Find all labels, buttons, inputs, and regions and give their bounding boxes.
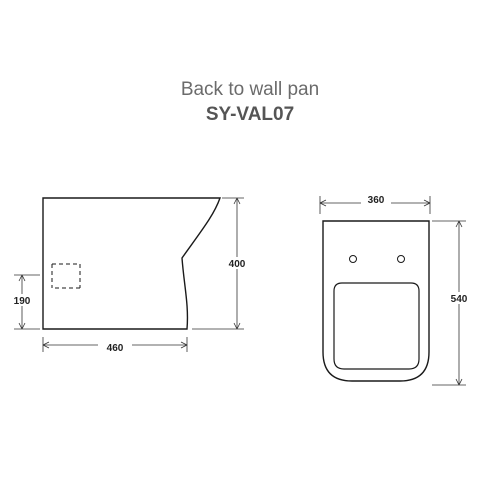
height-dimension-label: 400 — [229, 259, 246, 270]
outlet-height-dimension-label: 190 — [14, 296, 31, 307]
right-seat-fixing-hole — [397, 255, 405, 263]
top-view: 360 540 — [319, 193, 473, 386]
width-label-bg — [361, 193, 391, 205]
height-label-bg — [224, 257, 250, 269]
depth-dimension-label: 540 — [451, 294, 468, 305]
length-label-bg — [98, 341, 132, 353]
bowl-opening — [333, 282, 420, 370]
drawing-title: Back to wall pan — [180, 79, 320, 100]
side-view: 460 400 190 — [8, 197, 250, 354]
length-dimension-label: 460 — [107, 343, 124, 354]
width-dimension-label: 360 — [368, 195, 385, 206]
left-seat-fixing-hole — [349, 255, 357, 263]
side-view-outline — [42, 197, 221, 330]
outlet-height-label-bg — [8, 294, 36, 306]
model-code: SY-VAL07 — [205, 104, 295, 125]
pan-outline — [322, 220, 430, 382]
depth-label-bg — [445, 292, 473, 304]
waste-outlet-hidden-line — [51, 263, 81, 289]
